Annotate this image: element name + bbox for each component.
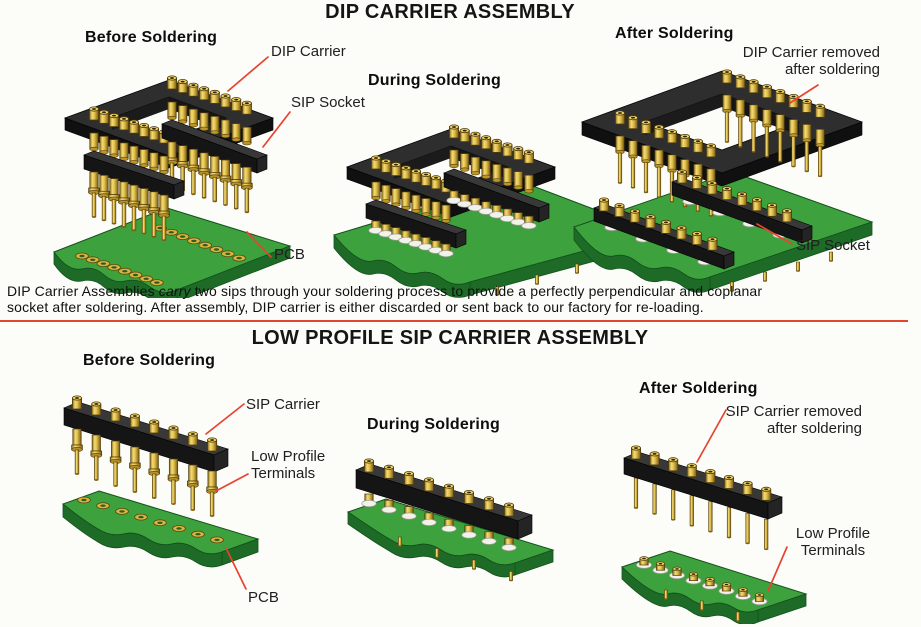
low-profile-right-line2: Terminals (800, 542, 866, 559)
dip-section-title: DIP CARRIER ASSEMBLY (325, 1, 575, 23)
sip-socket-after-callout: SIP Socket (796, 237, 870, 254)
dip-carrier-removed-callout: DIP Carrier removed after soldering (700, 44, 880, 78)
dip-description-line2: socket after soldering. After assembly, … (7, 298, 704, 315)
leader-sip-socket-after (756, 223, 793, 245)
leader-dip-carrier (227, 56, 269, 92)
sip-stage-before-label: Before Soldering (83, 352, 216, 369)
sip-stage-after-label: After Soldering (639, 380, 758, 397)
leader-low-profile-right (767, 546, 788, 592)
sip-carrier-callout: SIP Carrier (246, 396, 320, 413)
leader-pcb-bottom (225, 547, 247, 590)
sip-stage-during-label: During Soldering (367, 416, 500, 433)
dip-stage-after-label: After Soldering (615, 25, 734, 42)
sip-socket-callout: SIP Socket (291, 94, 365, 111)
dip-during-illustration (333, 124, 656, 298)
leader-sip-carrier (205, 403, 245, 435)
section-divider (0, 320, 908, 322)
sip-carrier-removed-callout: SIP Carrier removed after soldering (700, 403, 862, 437)
sip-carrier-removed-line2: after soldering (766, 420, 862, 437)
dip-stage-during-label: During Soldering (368, 72, 501, 89)
leader-sip-socket (262, 111, 291, 148)
dip-before-illustration (53, 75, 292, 298)
pcb-callout-bottom: PCB (248, 589, 279, 606)
sip-section-title: LOW PROFILE SIP CARRIER ASSEMBLY (251, 327, 649, 349)
low-profile-left-callout: Low Profile Terminals (251, 448, 325, 482)
low-profile-left-line2: Terminals (251, 465, 316, 482)
dip-description: DIP Carrier Assemblies carry two sips th… (7, 283, 915, 315)
dip-description-italic: carry (158, 283, 191, 299)
leader-dip-removed (789, 84, 819, 104)
low-profile-right-line1: Low Profile (795, 525, 871, 542)
dip-carrier-callout: DIP Carrier (271, 43, 346, 60)
leader-low-profile-left (215, 473, 249, 492)
sip-before-illustration (61, 395, 260, 568)
leader-sip-removed (696, 409, 727, 463)
sip-carrier-removed-line1: SIP Carrier removed (725, 403, 862, 420)
dip-description-line1: DIP Carrier Assemblies carry two sips th… (7, 283, 763, 299)
dip-after-illustration (573, 69, 874, 293)
low-profile-left-line1: Low Profile (251, 448, 326, 465)
sip-after-illustration (621, 445, 808, 624)
pcb-callout-top: PCB (274, 246, 305, 263)
dip-stage-before-label: Before Soldering (85, 29, 218, 46)
sip-during-illustration (346, 458, 555, 582)
low-profile-right-callout: Low Profile Terminals (791, 525, 875, 559)
dip-carrier-removed-line2: after soldering (784, 61, 880, 78)
dip-carrier-removed-line1: DIP Carrier removed (742, 44, 880, 61)
leader-pcb-top (246, 231, 272, 258)
